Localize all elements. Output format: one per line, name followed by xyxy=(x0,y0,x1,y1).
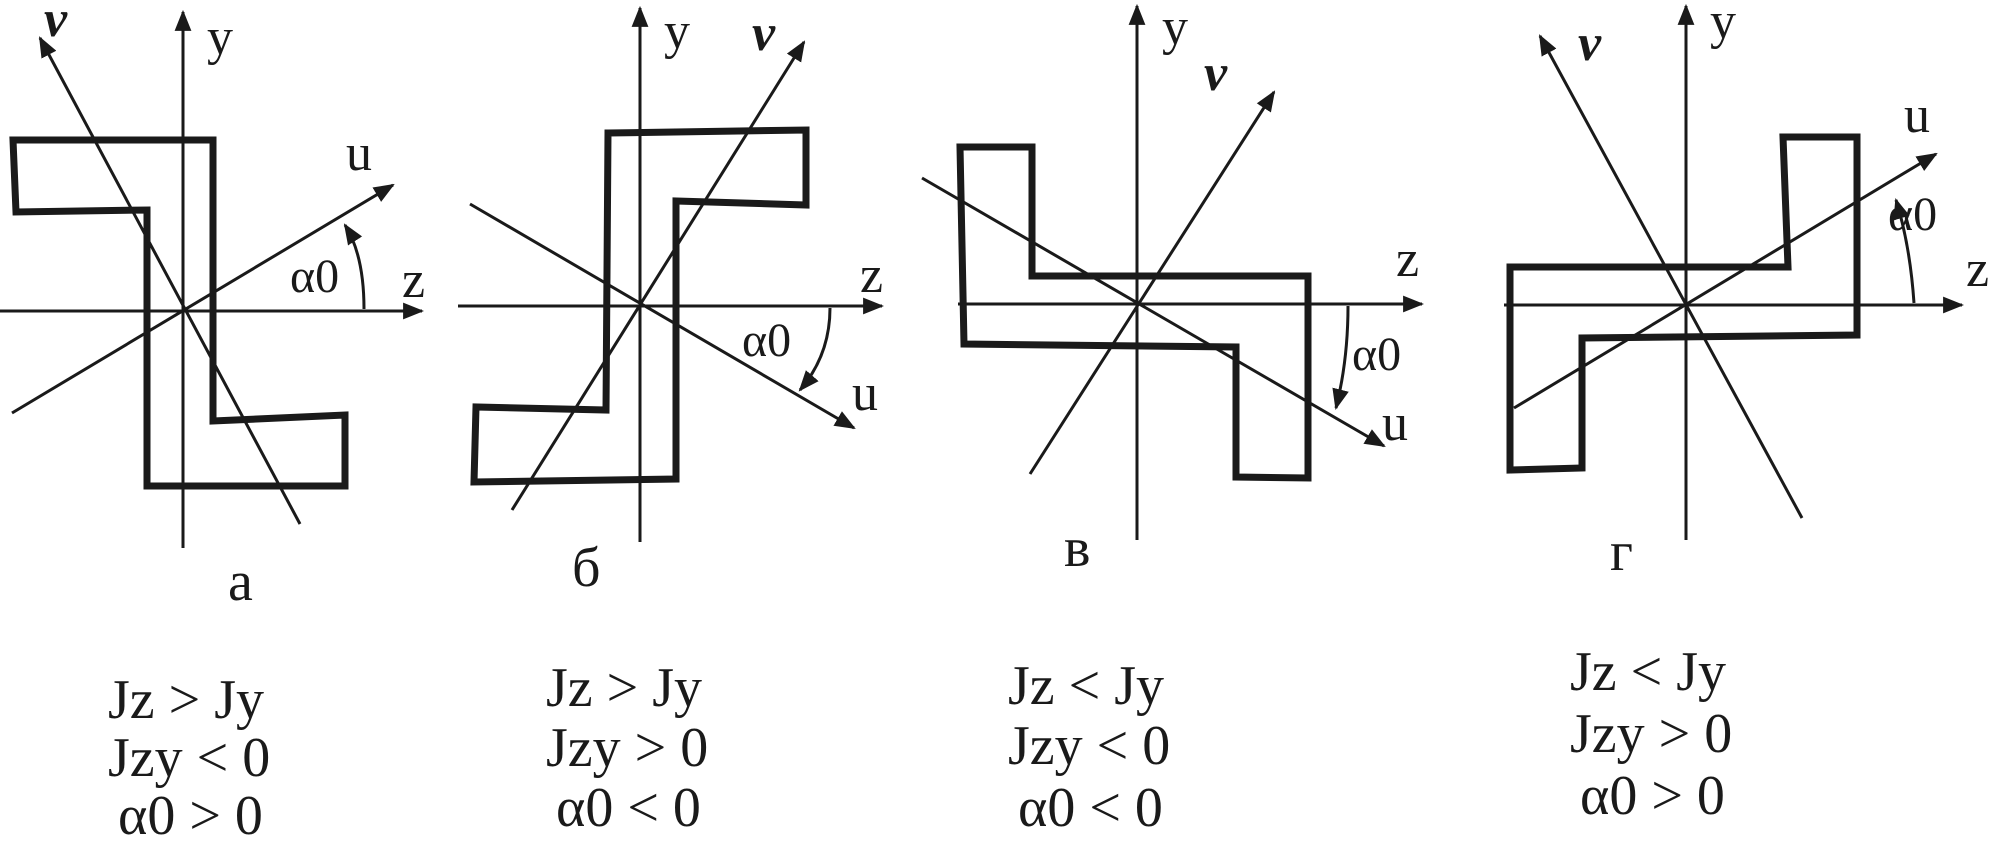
alpha-arc xyxy=(343,223,366,310)
panel-b: y z u v α0 б Jz > Jy Jzy > 0 α0 < 0 xyxy=(458,3,885,839)
alpha-label: α0 xyxy=(1352,328,1401,381)
y-axis-label: y xyxy=(1162,0,1188,56)
panel-label: в xyxy=(1064,517,1090,579)
alpha-arc xyxy=(1332,305,1350,411)
alpha-arc xyxy=(1893,197,1916,304)
u-axis xyxy=(1513,152,1938,410)
y-axis-label: y xyxy=(664,3,690,60)
y-axis-label: y xyxy=(207,9,233,66)
v-axis xyxy=(38,36,302,525)
z-axis-label: z xyxy=(860,247,883,304)
condition-3: α0 < 0 xyxy=(1018,777,1163,839)
panel-label: а xyxy=(228,551,253,613)
v-axis-label: v xyxy=(44,0,68,48)
condition-3: α0 > 0 xyxy=(118,785,263,841)
z-axis-label: z xyxy=(402,252,425,309)
u-axis xyxy=(469,202,856,430)
panel-g: y z u v α0 г Jz < Jy Jzy > 0 α0 > 0 xyxy=(1504,0,1989,827)
u-axis-label: u xyxy=(1382,395,1408,452)
condition-2: Jzy > 0 xyxy=(546,717,708,779)
z-axis-label: z xyxy=(1396,231,1419,288)
panel-label: б xyxy=(572,537,601,599)
condition-1: Jz < Jy xyxy=(1570,641,1726,703)
condition-3: α0 > 0 xyxy=(1580,765,1725,827)
v-axis xyxy=(1028,90,1276,475)
alpha-arc xyxy=(798,307,832,392)
panel-label: г xyxy=(1610,521,1633,583)
z-section-profile xyxy=(956,143,1312,482)
condition-1: Jz < Jy xyxy=(1008,655,1164,717)
u-axis-label: u xyxy=(346,125,372,182)
alpha-label: α0 xyxy=(1888,188,1937,241)
v-axis-label: v xyxy=(1204,45,1228,102)
v-axis-label: v xyxy=(752,5,776,62)
condition-2: Jzy < 0 xyxy=(1008,715,1170,777)
condition-1: Jz > Jy xyxy=(546,657,702,719)
z-section-profile xyxy=(470,126,810,486)
u-axis-label: u xyxy=(852,365,878,422)
v-axis xyxy=(1538,34,1804,519)
condition-3: α0 < 0 xyxy=(556,777,701,839)
u-axis xyxy=(921,176,1386,448)
panel-a: y z u v α0 а Jz > Jy Jzy < 0 α0 > 0 xyxy=(0,0,425,841)
u-axis-label: u xyxy=(1904,87,1930,144)
panel-v: y z u v α0 в Jz < Jy Jzy < 0 α0 < 0 xyxy=(921,0,1425,839)
z-axis-label: z xyxy=(1966,241,1989,298)
u-axis xyxy=(11,183,395,415)
alpha-label: α0 xyxy=(290,250,339,303)
v-axis-label: v xyxy=(1578,15,1602,72)
y-axis-label: y xyxy=(1710,0,1736,50)
z-section-profile xyxy=(9,136,349,490)
v-axis xyxy=(510,40,806,511)
condition-2: Jzy > 0 xyxy=(1570,703,1732,765)
condition-1: Jz > Jy xyxy=(108,669,264,731)
condition-2: Jzy < 0 xyxy=(108,727,270,789)
alpha-label: α0 xyxy=(742,314,791,367)
